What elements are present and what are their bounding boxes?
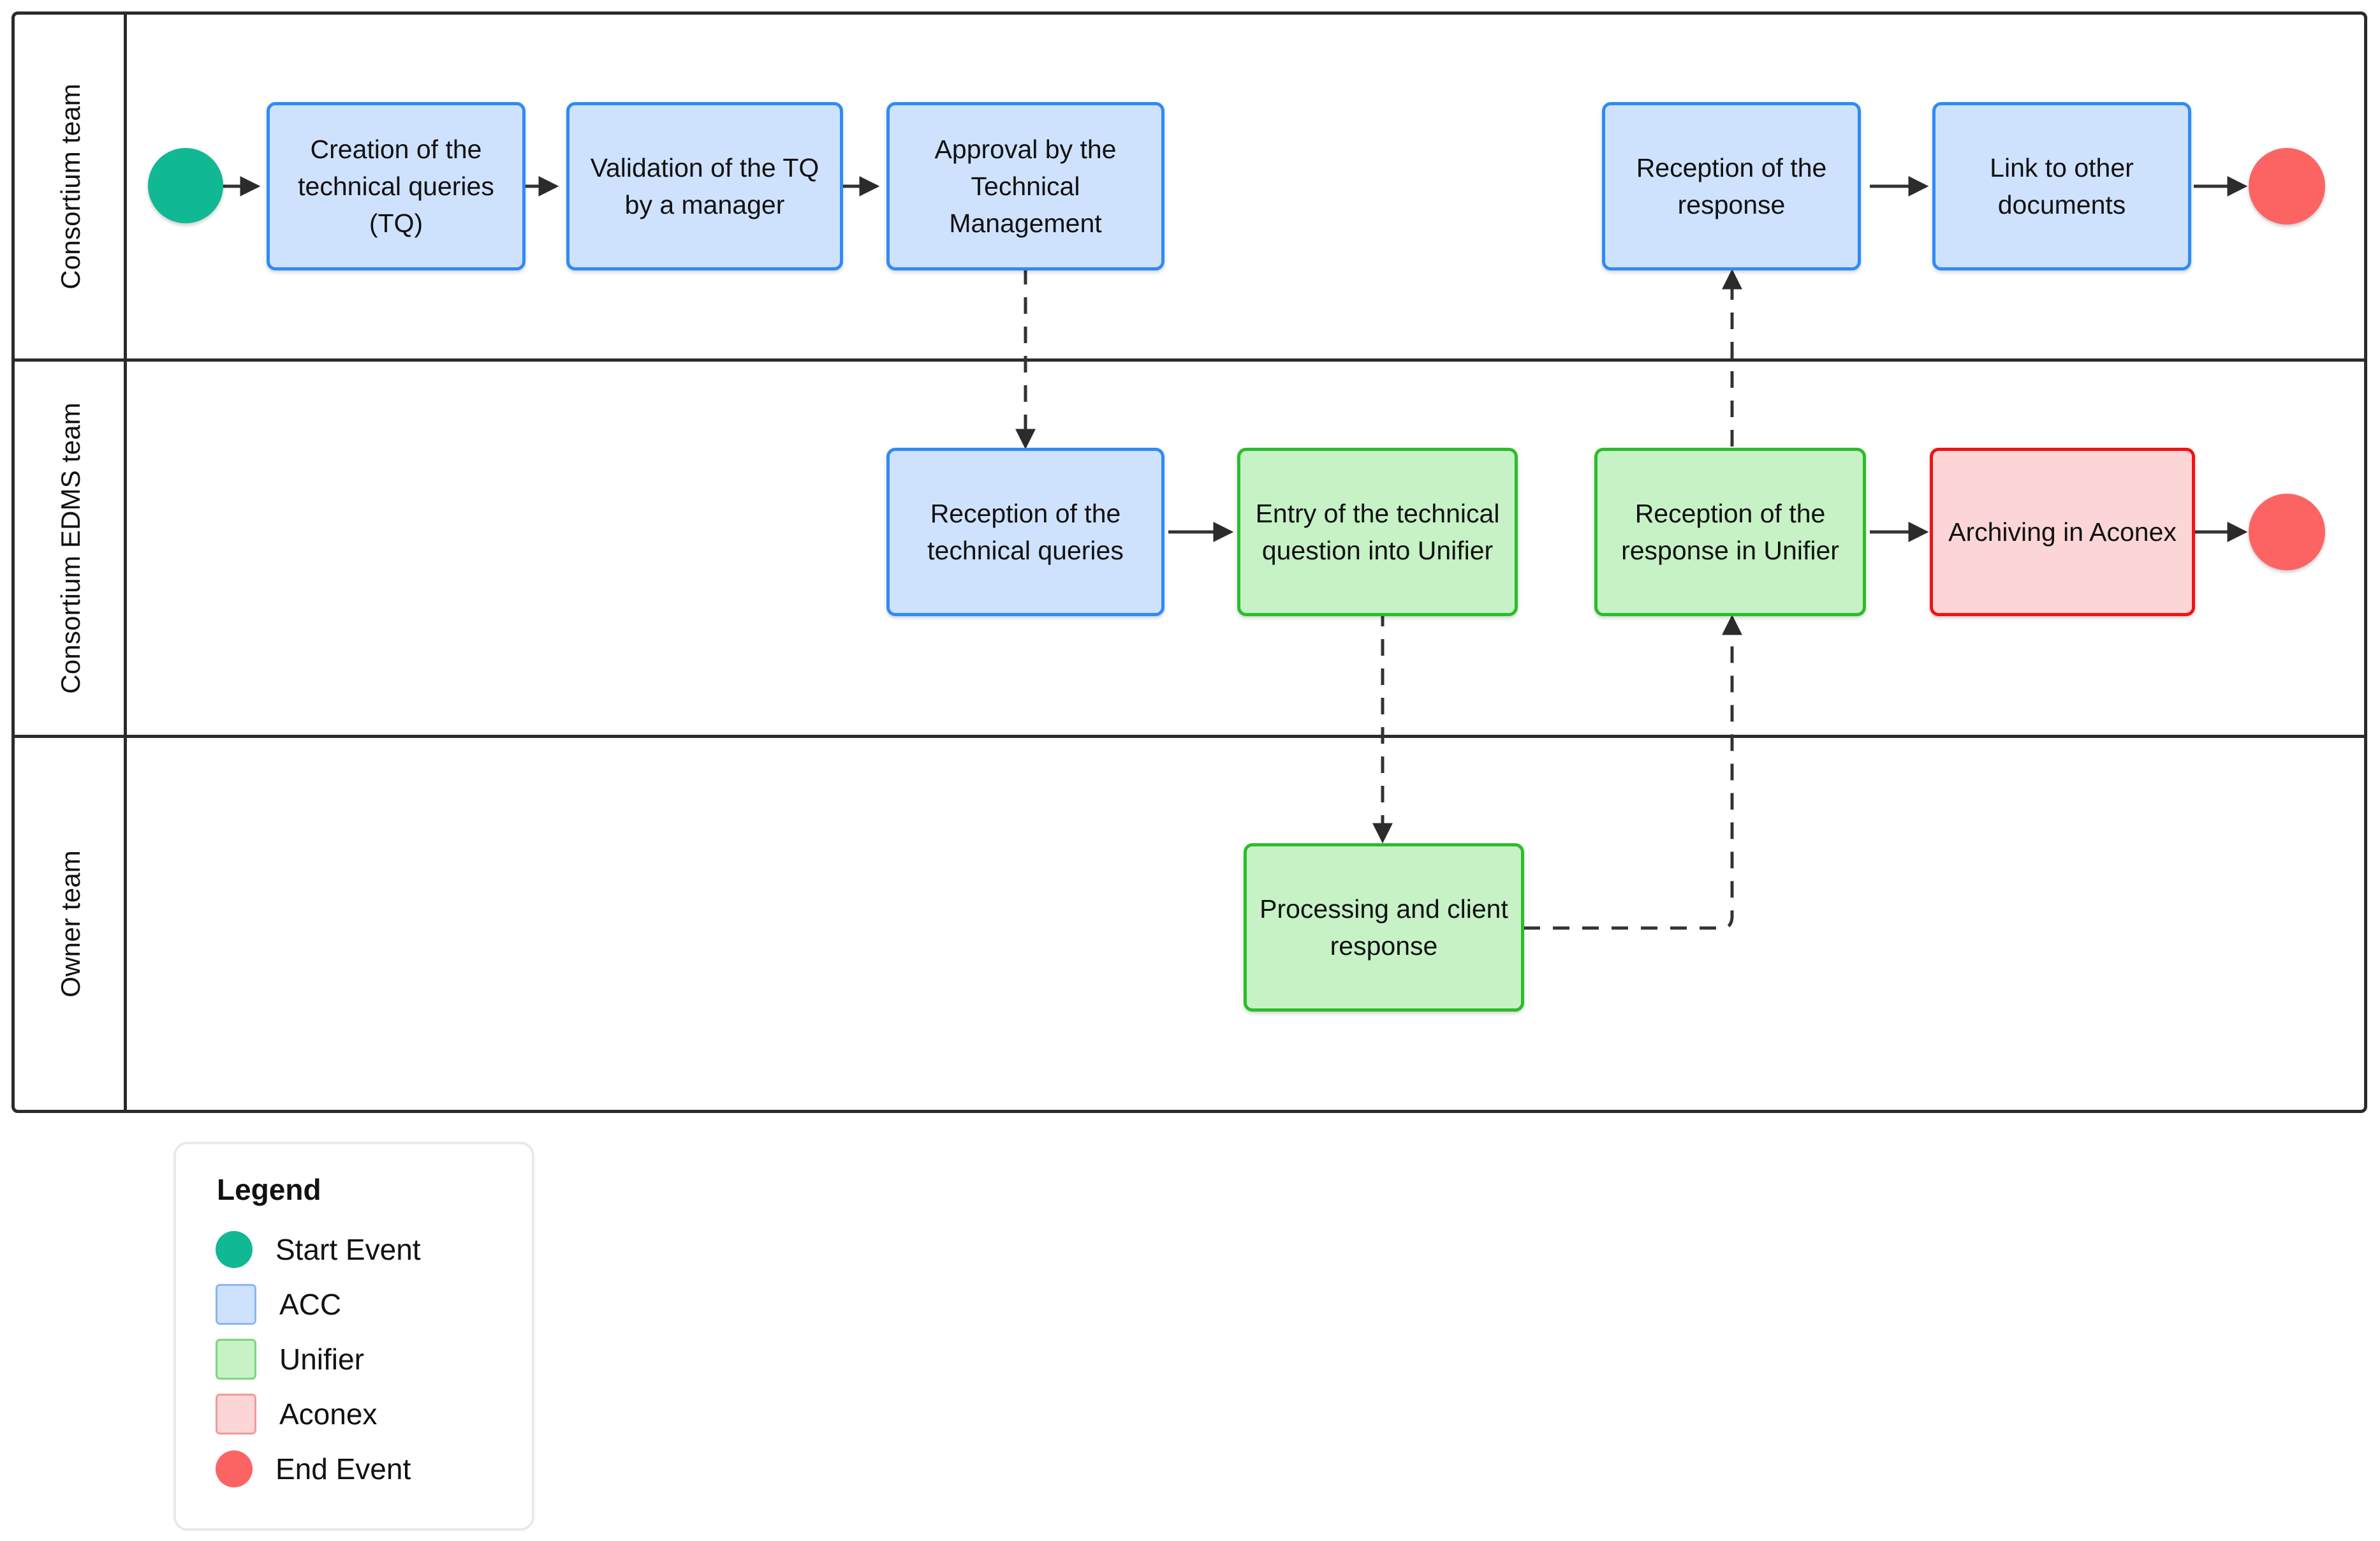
task-approval-by-technical-management[interactable]: Approval by the Technical Management [886,102,1164,270]
legend-item-end-event: End Event [216,1441,532,1496]
end-event-consortium-team[interactable] [2249,148,2325,225]
legend-item-label: End Event [275,1452,411,1486]
legend-item-label: Aconex [279,1397,378,1431]
task-archiving-in-aconex[interactable]: Archiving in Aconex [1930,448,2195,616]
legend-item-start-event: Start Event [216,1222,532,1277]
aconex-swatch-icon [216,1394,256,1434]
task-reception-of-the-response[interactable]: Reception of the response [1602,102,1861,270]
task-reception-of-response-in-unifier[interactable]: Reception of the response in Unifier [1594,448,1866,616]
legend-item-aconex: Aconex [216,1387,532,1441]
legend-item-unifier: Unifier [216,1332,532,1387]
legend-item-label: ACC [279,1288,342,1321]
task-processing-and-client-response[interactable]: Processing and client response [1244,843,1524,1012]
lane-divider-2 [15,735,2364,738]
dashed-flows [1015,268,1743,930]
legend-title: Legend [217,1173,321,1206]
start-event[interactable] [148,148,223,223]
task-reception-of-technical-queries[interactable]: Reception of the technical queries [886,448,1164,616]
task-link-to-other-documents[interactable]: Link to other documents [1932,102,2191,270]
task-entry-into-unifier[interactable]: Entry of the technical question into Uni… [1237,448,1518,616]
legend-item-label: Start Event [275,1233,421,1266]
flow-processing-to-unifier-response [1524,614,1743,930]
end-event-icon [216,1450,253,1487]
end-event-edms-team[interactable] [2249,494,2325,570]
legend-panel: Legend Start Event ACC Unifier Aconex En… [173,1142,534,1531]
task-validation-of-tq[interactable]: Validation of the TQ by a manager [566,102,843,270]
unifier-swatch-icon [216,1339,256,1380]
legend-item-label: Unifier [279,1343,364,1376]
start-event-icon [216,1231,253,1268]
task-creation-of-technical-queries[interactable]: Creation of the technical queries (TQ) [267,102,525,270]
lane-divider-1 [15,358,2364,362]
legend-item-acc: ACC [216,1277,532,1332]
acc-swatch-icon [216,1284,256,1325]
lane-header-column [15,15,127,1110]
